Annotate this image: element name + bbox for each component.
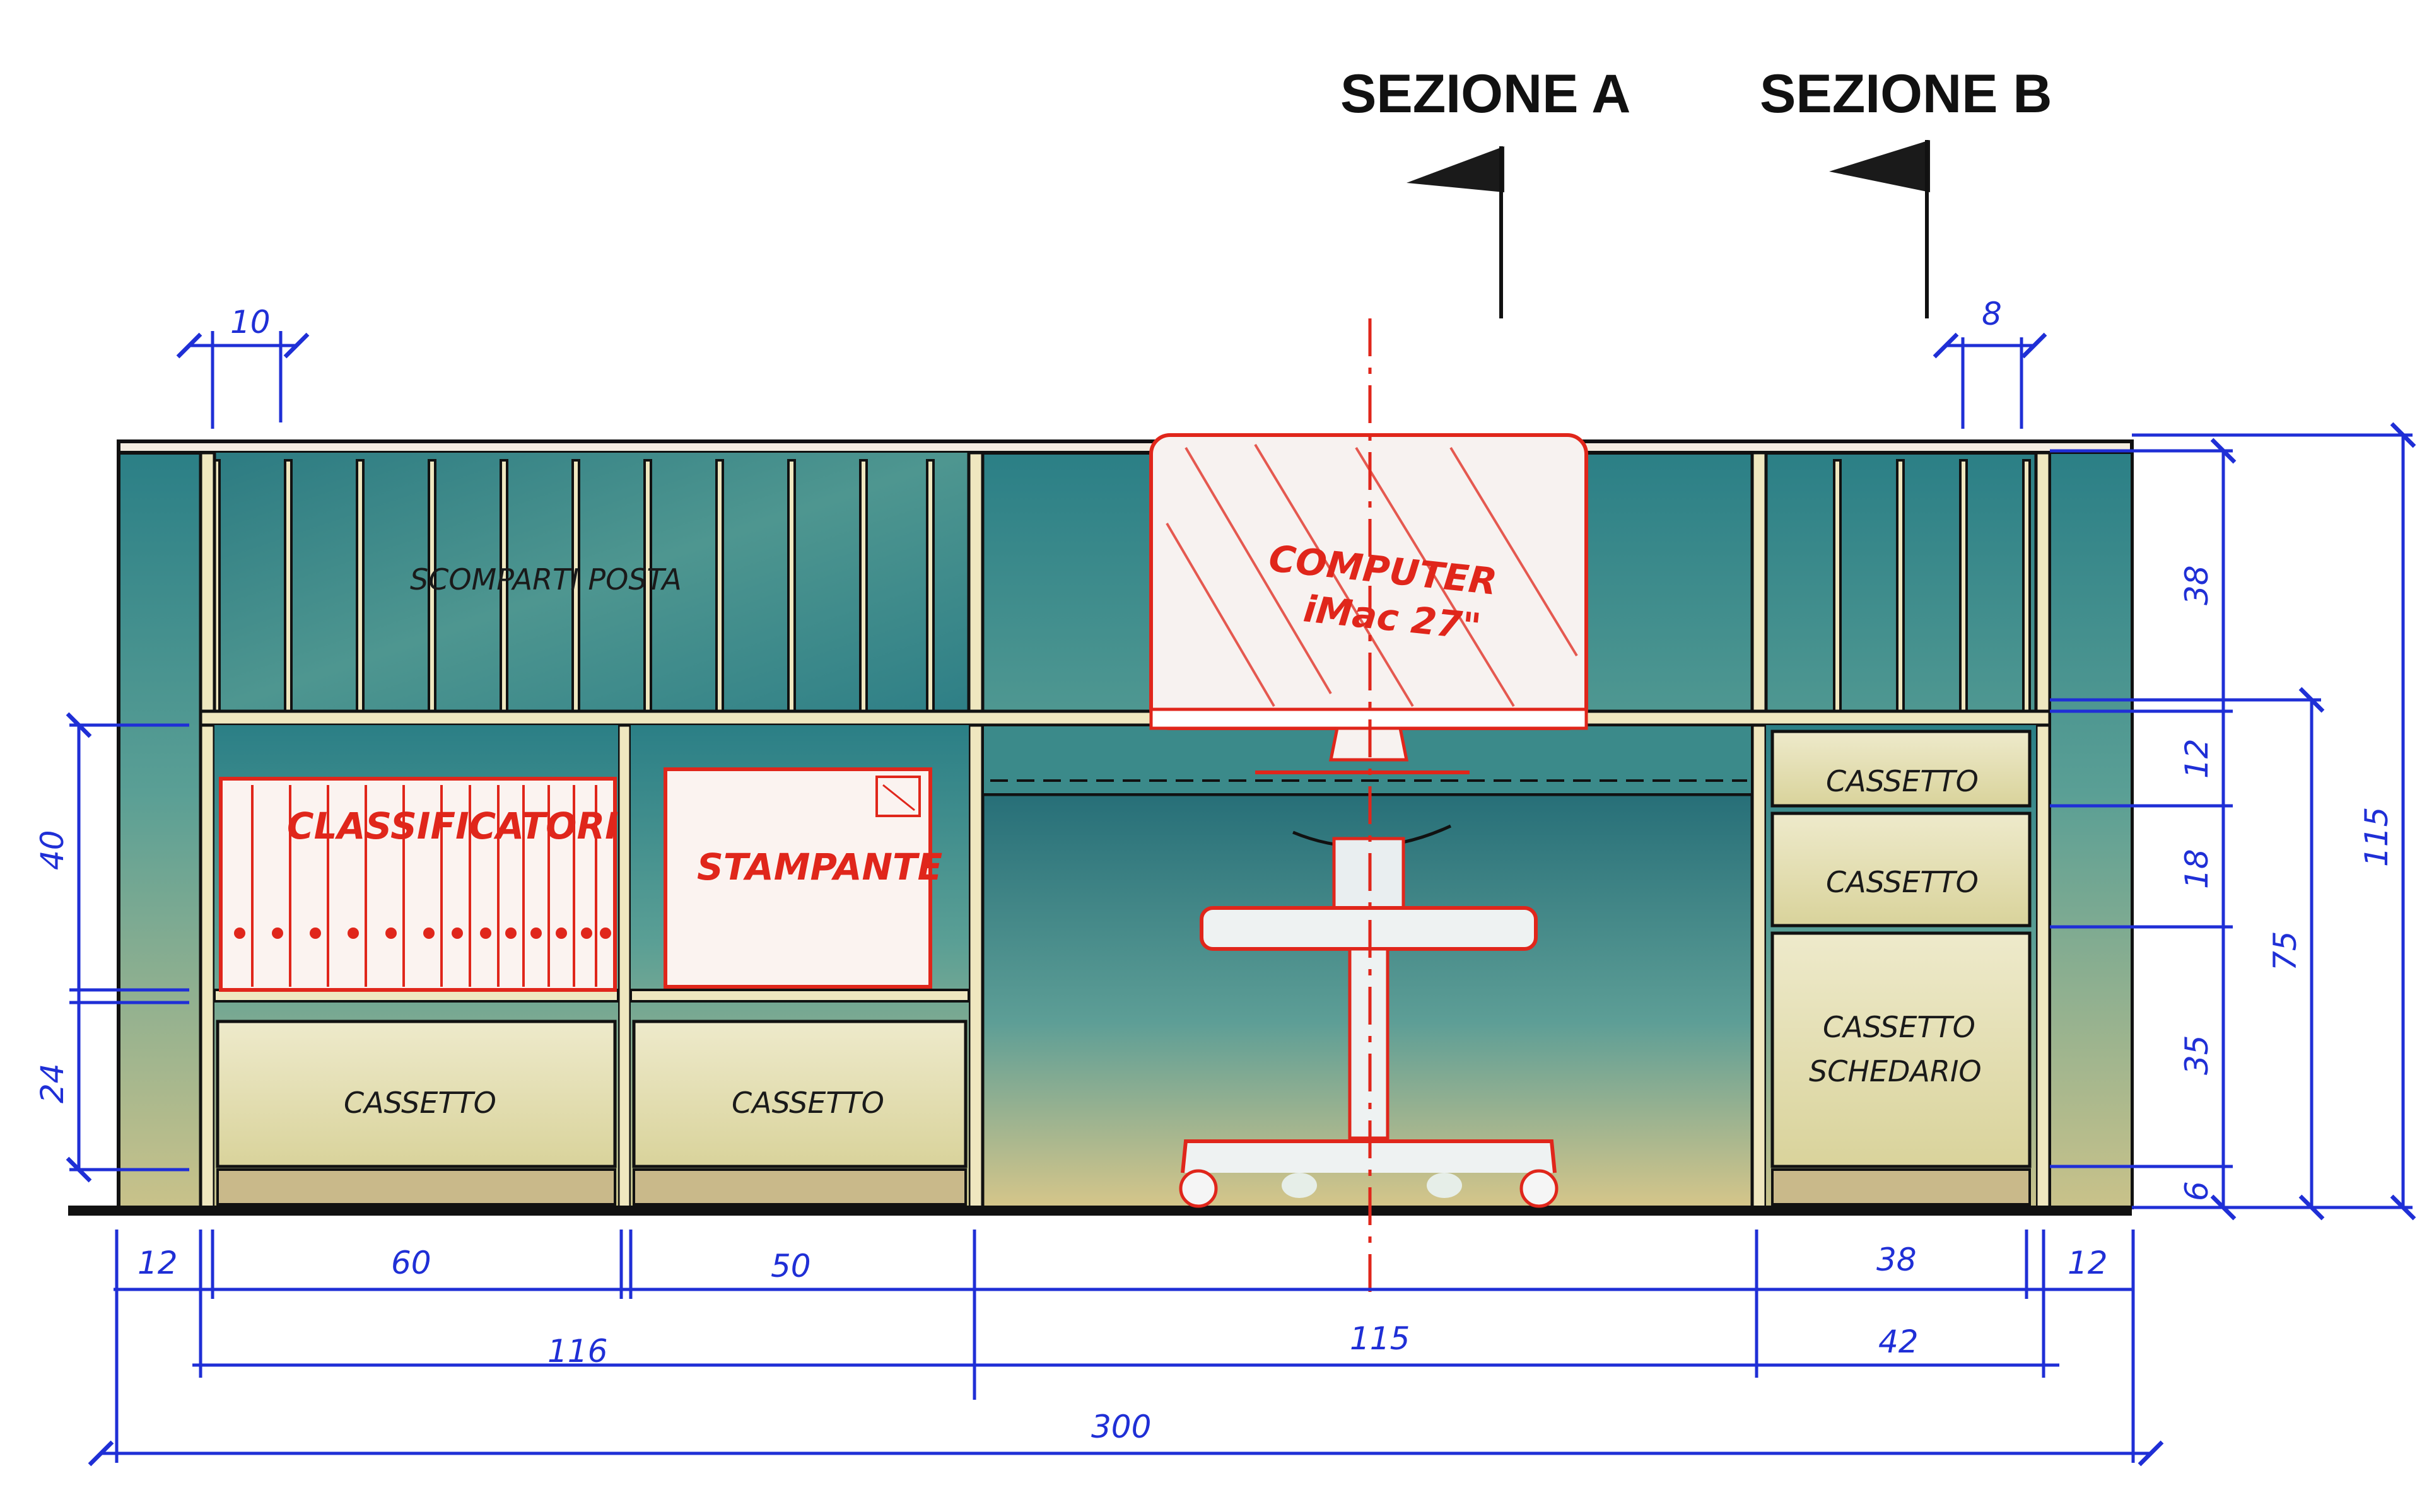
- cassetto-right-2-label: CASSETTO: [1826, 865, 1979, 899]
- drawer-left[interactable]: [216, 1020, 617, 1168]
- vertical-posts: [199, 451, 2052, 1209]
- dim-right-75: 75: [2267, 931, 2303, 971]
- dim-top-10: 10: [230, 304, 271, 340]
- printer-stampante: STAMPANTE: [664, 767, 942, 989]
- dim-bottom-115: 115: [1350, 1320, 1410, 1357]
- binders-classificatori: CLASSIFICATORI: [219, 777, 619, 992]
- dimension-labels: 10 8 40 24 38 12 18 35 6 75 115 12 60 50…: [34, 296, 2395, 1445]
- dimension-lines: [66, 331, 2416, 1467]
- dim-top-8: 8: [1982, 296, 2002, 332]
- dim-bottom-116: 116: [547, 1333, 607, 1370]
- drawer-right-3[interactable]: [1770, 931, 2032, 1168]
- stampante-label: STAMPANTE: [697, 846, 942, 888]
- section-a-flag-icon: [1407, 146, 1504, 192]
- dim-right-6: 6: [2179, 1181, 2215, 1201]
- section-b-flag-icon: [1829, 140, 1930, 192]
- dim-bottom-50: 50: [771, 1248, 811, 1284]
- section-b-title: SEZIONE B: [1760, 64, 2052, 124]
- right-drawer-cabinet: [1766, 725, 2036, 1207]
- cassetto-mid-label: CASSETTO: [732, 1086, 884, 1120]
- section-marker-b: SEZIONE B: [1760, 64, 2052, 318]
- dim-left-24: 24: [34, 1063, 71, 1103]
- dim-right-115: 115: [2358, 807, 2395, 867]
- dim-bottom-42: 42: [1878, 1323, 1919, 1360]
- section-marker-a: SEZIONE A: [1340, 64, 1630, 318]
- dim-right-18: 18: [2179, 849, 2215, 889]
- desk-chair: [1179, 824, 1559, 1208]
- drawer-right-1[interactable]: [1770, 730, 2032, 808]
- dim-bottom-60: 60: [391, 1245, 431, 1281]
- classificatori-label: CLASSIFICATORI: [287, 805, 619, 847]
- dim-right-12: 12: [2179, 738, 2215, 779]
- section-a-title: SEZIONE A: [1340, 64, 1630, 124]
- cassetto-left-label: CASSETTO: [344, 1086, 496, 1120]
- dim-left-40: 40: [34, 830, 71, 870]
- dim-right-35: 35: [2179, 1035, 2215, 1075]
- dim-bottom-12-right: 12: [2068, 1245, 2108, 1281]
- upper-shelf: [199, 709, 2052, 727]
- dim-right-38: 38: [2179, 565, 2215, 605]
- drawer-right-2[interactable]: [1770, 811, 2032, 928]
- cassetto-right-1-label: CASSETTO: [1826, 764, 1979, 798]
- cassetto-right-3-label-1: CASSETTO: [1823, 1010, 1975, 1044]
- cassetto-right-3-label-2: SCHEDARIO: [1809, 1054, 1982, 1088]
- floor-line: [68, 1206, 2132, 1216]
- dim-bottom-38: 38: [1876, 1242, 1917, 1278]
- dim-bottom-12-left: 12: [137, 1245, 178, 1281]
- scomparti-posta-label: SCOMPARTI POSTA: [410, 562, 682, 596]
- dim-bottom-300: 300: [1091, 1409, 1151, 1445]
- drawer-mid[interactable]: [632, 1020, 968, 1168]
- mail-compartments-left: [208, 453, 970, 711]
